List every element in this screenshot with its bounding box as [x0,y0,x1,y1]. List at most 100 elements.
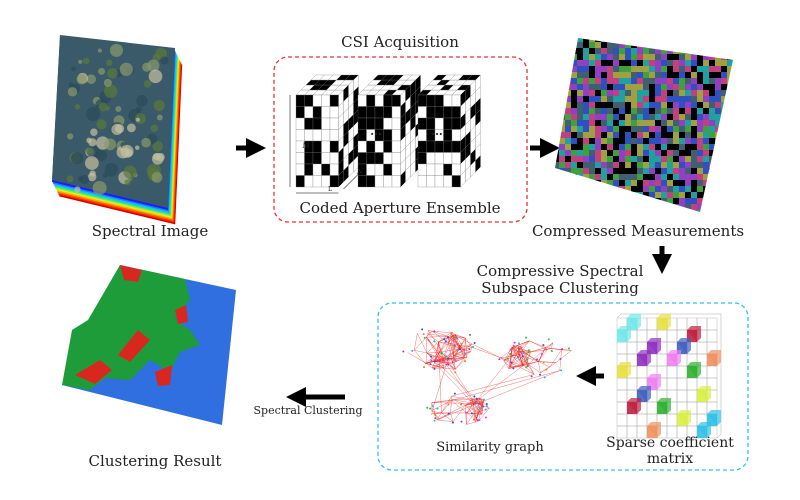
aperture-cell [443,175,453,188]
graph-node [453,347,456,350]
measurement-pixel [601,60,607,66]
aperture-cell [443,163,453,176]
measurement-pixel [613,38,619,42]
graph-node [472,345,475,348]
measurement-pixel [637,162,643,168]
graph-edge [451,351,471,359]
graph-edge [466,422,476,425]
measurement-pixel [607,102,613,108]
graph-node [539,373,542,376]
measurement-pixel [577,78,583,84]
measurement-pixel [733,78,739,84]
measurement-pixel [613,150,619,156]
graph-node [434,413,437,416]
graph-edge [441,412,454,422]
measurement-pixel [555,150,559,156]
measurement-pixel [691,186,697,192]
measurement-pixel [727,168,733,174]
measurement-pixel [613,120,619,126]
measurement-pixel [715,72,721,78]
graph-node [433,340,436,343]
graph-edge [459,345,468,358]
measurement-pixel [589,120,595,126]
measurement-pixel [577,54,583,60]
measurement-pixel [559,204,565,210]
measurement-pixel [709,204,715,210]
measurement-pixel [673,108,679,114]
measurement-pixel [715,78,721,84]
measurement-pixel [595,54,601,60]
terrain-patch [111,123,123,136]
aperture-cell [451,129,461,142]
measurement-pixel [733,96,739,102]
measurement-pixel [643,138,649,144]
measurement-pixel [691,132,697,138]
graph-edge [518,354,527,364]
measurement-pixel [637,114,643,120]
measurement-pixel [601,108,607,114]
measurement-pixel [625,48,631,54]
measurement-pixel [601,114,607,120]
measurement-pixel [571,144,577,150]
measurement-pixel [565,60,571,66]
matrix-cell [676,389,688,403]
measurement-pixel [601,180,607,186]
measurement-pixel [721,150,727,156]
measurement-pixel [709,150,715,156]
measurement-pixel [649,144,655,150]
measurement-pixel [583,204,589,210]
measurement-pixel [667,156,673,162]
measurement-pixel [667,42,673,48]
measurement-pixel [577,162,583,168]
measurement-pixel [565,114,571,120]
graph-edge [453,398,473,400]
measurement-pixel [613,108,619,114]
graph-edge [431,358,452,369]
measurement-pixel [691,192,697,198]
measurement-pixel [625,84,631,90]
terrain-patch [151,153,164,165]
measurement-pixels [555,38,739,216]
measurement-pixel [733,210,739,216]
dim-l-label: L [328,186,332,193]
aperture-cell [391,106,401,119]
graph-node [444,340,447,343]
measurement-pixel [637,132,643,138]
measurement-pixel [619,210,625,212]
graph-edge [414,350,427,354]
measurement-pixel [595,66,601,72]
measurement-pixel [679,168,685,174]
measurement-pixel [643,156,649,162]
measurement-pixel [721,168,727,174]
measurement-pixel [733,126,739,132]
aperture-cell [321,152,331,165]
terrain-patch [71,152,84,165]
measurement-pixel [595,156,601,162]
graph-edge [517,340,530,346]
aperture-cell [383,175,393,188]
terrain-patch [147,59,160,72]
measurement-pixel [625,42,631,48]
measurement-pixel [555,204,559,210]
measurement-pixel [637,84,643,90]
measurement-pixel [625,198,631,204]
measurement-pixel [679,48,685,54]
measurement-pixel [571,108,577,114]
graph-edge [441,396,452,413]
graph-node [469,333,472,336]
measurement-pixel [559,210,565,212]
graph-edge [443,367,456,370]
graph-edge [426,352,440,354]
aperture-cell [426,106,436,119]
measurement-pixel [691,162,697,168]
measurement-pixel [595,90,601,96]
measurement-pixel [619,150,625,156]
measurement-pixel [733,174,739,180]
measurement-pixel [691,108,697,114]
graph-node [475,401,478,404]
matrix-coefficient [667,354,677,366]
measurement-pixel [559,162,565,168]
measurement-pixel [589,144,595,150]
measurement-pixel [625,138,631,144]
measurement-pixel [559,186,565,192]
